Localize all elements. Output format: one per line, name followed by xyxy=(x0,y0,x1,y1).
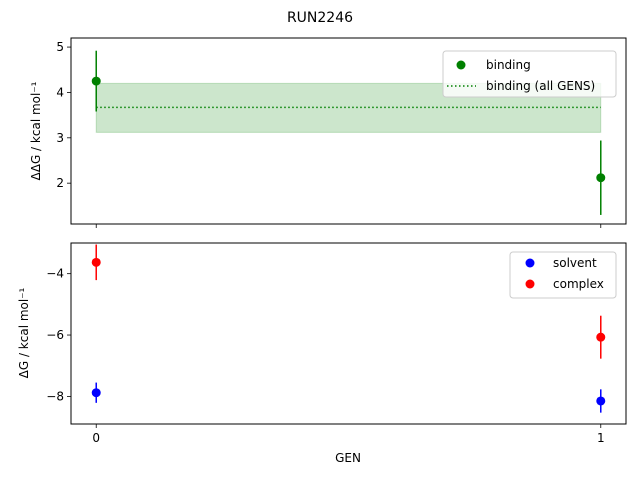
bottom-legend: solvent complex xyxy=(509,251,617,299)
legend-binding-all-gens-label: binding (all GENS) xyxy=(486,79,595,93)
legend-solvent-label: solvent xyxy=(553,256,597,270)
top-axes-frame xyxy=(70,37,627,225)
top-ytick-label: 2 xyxy=(56,176,64,190)
bottom-xtick-label: 1 xyxy=(597,431,605,445)
legend-binding-label: binding xyxy=(486,58,531,72)
binding-point xyxy=(91,76,101,86)
complex-point xyxy=(91,257,101,267)
bottom-xtick-label: 0 xyxy=(92,431,100,445)
solvent-point xyxy=(91,388,101,398)
bottom-ticks: −8 −6 −4 0 1 xyxy=(46,267,604,445)
figure-title: RUN2246 xyxy=(287,10,353,26)
top-ticks: 2 3 4 5 xyxy=(56,40,602,228)
bottom-ytick-label: −6 xyxy=(46,328,64,342)
x-axis-label: GEN xyxy=(335,451,361,465)
top-ylabel: ΔΔG / kcal mol⁻¹ xyxy=(29,81,43,180)
bottom-plot-area xyxy=(91,244,606,413)
top-legend: binding binding (all GENS) xyxy=(442,50,617,98)
top-ytick-label: 3 xyxy=(56,131,64,145)
top-panel: 2 3 4 5 ΔΔG / kcal mol⁻¹ binding binding (a… xyxy=(29,37,627,228)
legend-binding-marker xyxy=(456,60,466,70)
top-ytick-label: 5 xyxy=(56,40,64,54)
top-legend-box xyxy=(442,50,617,98)
top-ytick-label: 4 xyxy=(56,85,64,99)
bottom-ytick-label: −8 xyxy=(46,389,64,403)
complex-point xyxy=(596,332,606,342)
bottom-axes-frame xyxy=(70,242,627,425)
binding-point xyxy=(596,173,606,183)
legend-solvent-marker xyxy=(525,258,535,268)
bottom-ytick-label: −4 xyxy=(46,267,64,281)
bottom-legend-box xyxy=(509,251,617,299)
legend-complex-marker xyxy=(525,279,535,289)
solvent-point xyxy=(596,396,606,406)
legend-complex-label: complex xyxy=(553,277,604,291)
bottom-panel: −8 −6 −4 0 1 ΔG / kcal mol⁻¹ GEN solvent com… xyxy=(17,242,627,465)
bottom-ylabel: ΔG / kcal mol⁻¹ xyxy=(17,287,31,378)
